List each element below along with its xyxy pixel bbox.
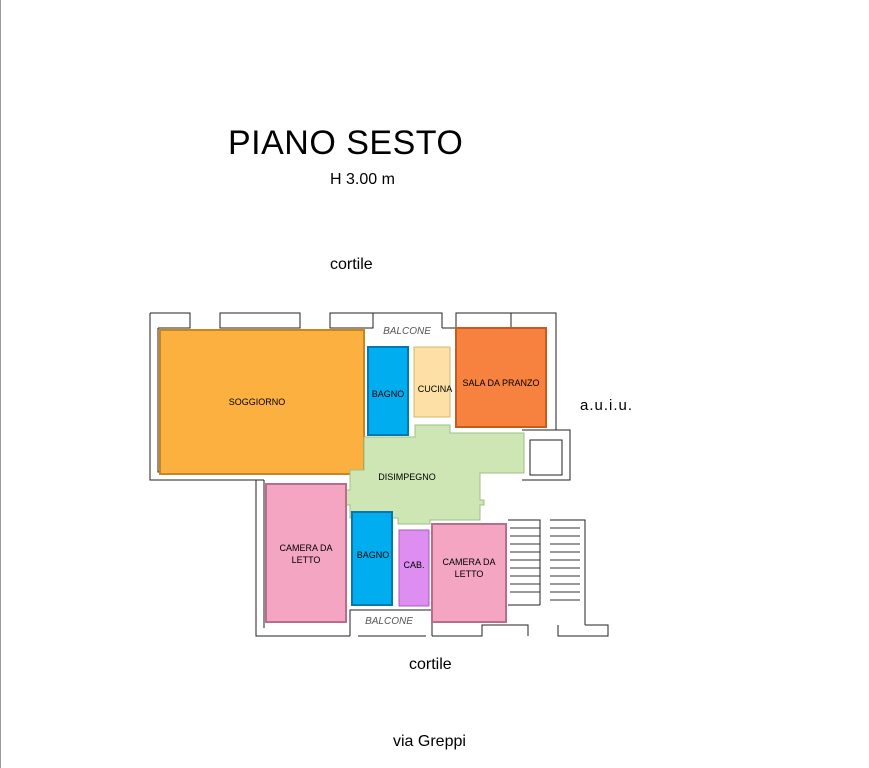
room-cucina [413,346,451,418]
label-camera-left-line1: CAMERA DA [279,543,332,553]
room-camera-left [265,483,347,623]
label-sala-pranzo: SALA DA PRANZO [462,378,539,388]
label-balcone-top: BALCONE [383,326,431,337]
label-cucina: CUCINA [418,384,453,394]
room-bagno-bottom [351,511,393,606]
room-bagno-top [367,346,409,436]
street-label: via Greppi [393,733,466,750]
courtyard-bottom-label: cortile [409,656,452,673]
courtyard-top-label: cortile [330,256,373,273]
label-disimpegno: DISIMPEGNO [378,472,436,482]
label-bagno-top: BAGNO [372,389,405,399]
label-soggiorno: SOGGIORNO [229,397,286,407]
room-soggiorno [159,329,365,475]
room-camera-right [431,523,507,623]
label-camera-left-line2: LETTO [292,555,321,565]
label-bagno-bottom: BAGNO [357,550,390,560]
label-camera-right-line2: LETTO [455,569,484,579]
label-cabina: CAB. [403,560,424,570]
room-sala-pranzo [455,327,547,428]
stairs [510,527,580,601]
label-camera-right-line1: CAMERA DA [442,557,495,567]
plan-title: PIANO SESTO [228,124,464,162]
page-left-border [0,0,1,768]
label-balcone-bottom: BALCONE [365,616,413,627]
ceiling-height-note: H 3.00 m [330,171,395,188]
neighbour-unit-label: a.u.i.u. [580,397,634,414]
room-cabina [398,529,430,607]
